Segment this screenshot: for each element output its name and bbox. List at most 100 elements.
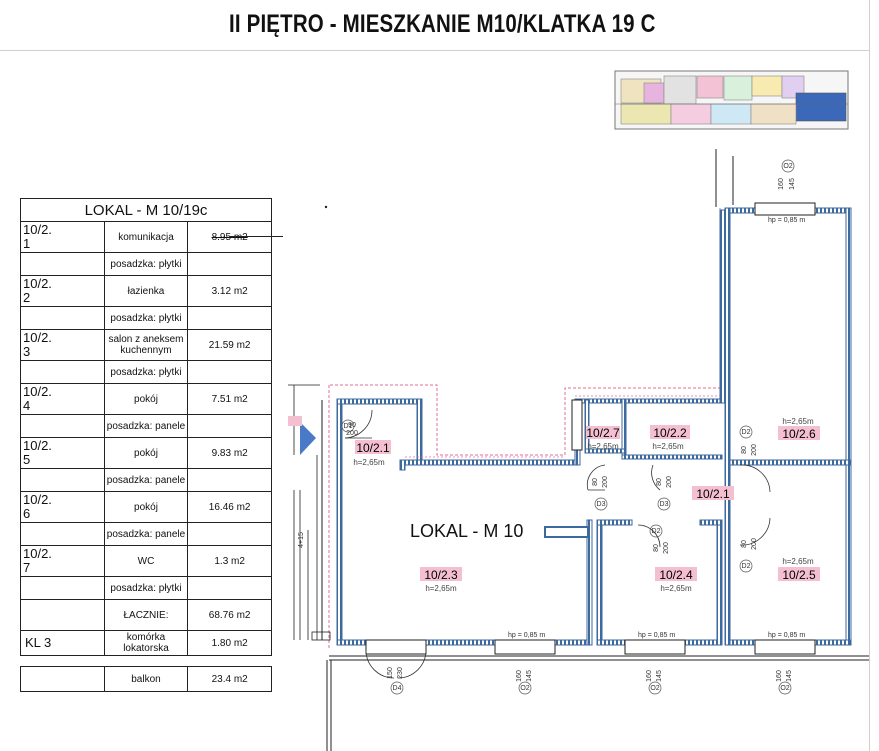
- floor-area: [187, 252, 272, 276]
- door-code-d2: D2: [742, 429, 751, 436]
- floor-area: [187, 468, 272, 492]
- windows: [365, 202, 816, 655]
- window-code: O2: [780, 685, 789, 692]
- floor-type: posadzka: panele: [103, 414, 189, 438]
- storage-id: KL 3: [20, 630, 105, 656]
- room-height-r7: h=2,65m: [587, 442, 619, 451]
- page-frame: [869, 50, 870, 751]
- storage-area: 1.80 m2: [187, 630, 272, 656]
- floor-id: [20, 414, 105, 438]
- room-id: 10/2. 6: [20, 491, 105, 523]
- inner-outline: [405, 395, 720, 458]
- window-height: 145: [786, 670, 793, 682]
- storage-name: komórka lokatorska: [103, 630, 189, 656]
- room-label-r7: 10/2.7: [586, 426, 620, 440]
- room-label-r4: 10/2.4: [659, 568, 693, 582]
- door-height: 200: [663, 542, 670, 554]
- total-row: ŁACZNIE: 68.76 m2: [20, 599, 272, 631]
- room-height-r5: h=2,65m: [782, 557, 814, 566]
- window-code: O2: [783, 163, 792, 170]
- floor-row: posadzka: panele: [20, 414, 272, 438]
- room-id: 10/2. 2: [20, 275, 105, 307]
- door-code-d4: D4: [393, 685, 402, 692]
- title-bar: [0, 0, 870, 51]
- outlet-mark: [311, 631, 331, 641]
- floor-row: posadzka: płytki: [20, 252, 272, 276]
- floor-area: [187, 414, 272, 438]
- window-width: 160: [778, 178, 785, 190]
- room-id: 10/2. 7: [20, 545, 105, 577]
- sill-label: hp = 0,85 m: [638, 632, 675, 639]
- window-height: 145: [656, 670, 663, 682]
- door-width: 80: [741, 446, 748, 454]
- floor-id: [20, 522, 105, 546]
- room-name: salon z aneksem kuchennym: [103, 329, 189, 361]
- window-markers: O2 160 145 O2 160 145 O2 160 145 O2 160 …: [516, 159, 796, 695]
- sill-label: hp = 0,85 m: [768, 632, 805, 639]
- door-width: 80: [741, 540, 748, 548]
- door-code-d3: D3: [597, 501, 606, 508]
- total-label: ŁACZNIE:: [103, 599, 189, 631]
- sill-labels: hp = 0,85 m hp = 0,85 m hp = 0,85 m hp =…: [508, 217, 805, 639]
- floor-row: posadzka: panele: [20, 522, 272, 546]
- door-height: 200: [602, 476, 609, 488]
- room-label-r5: 10/2.5: [782, 568, 816, 582]
- door-code-d1: D1: [344, 423, 353, 430]
- room-label-r3: 10/2.3: [424, 568, 458, 582]
- window-width: 160: [646, 670, 653, 682]
- window-height: 145: [526, 670, 533, 682]
- room-name: pokój: [103, 437, 189, 469]
- balcony-id: [20, 666, 105, 692]
- room-area: 7.51 m2: [187, 383, 272, 415]
- door-height: 230: [397, 667, 404, 679]
- room-label-r2: 10/2.2: [653, 426, 687, 440]
- room-area: 16.46 m2: [187, 491, 272, 523]
- floor-area: [187, 306, 272, 330]
- balcony-name: balkon: [103, 666, 189, 692]
- door-code-d2: D2: [652, 528, 661, 535]
- door-code-d2: D2: [742, 563, 751, 570]
- sill-label: hp = 0,85 m: [768, 217, 805, 224]
- entrance-arrow-icon: [300, 422, 316, 455]
- entrance-mark: [288, 416, 302, 426]
- floor-row: posadzka: panele: [20, 468, 272, 492]
- door-width: 90: [348, 422, 356, 429]
- floor-area: [187, 522, 272, 546]
- floor-row: posadzka: płytki: [20, 360, 272, 384]
- door-width: 150: [387, 667, 394, 679]
- window-height: 145: [789, 178, 796, 190]
- dot-mark: [324, 205, 328, 209]
- page-title: II PIĘTRO - MIESZKANIE M10/KLATKA 19 C: [229, 10, 656, 38]
- unit-label: LOKAL - M 10: [410, 521, 523, 541]
- room-label-r6: 10/2.6: [782, 427, 816, 441]
- leader-line: [230, 236, 283, 237]
- floor-row: posadzka: płytki: [20, 306, 272, 330]
- room-height-r6: h=2,65m: [782, 417, 814, 426]
- room-area: 9.83 m2: [187, 437, 272, 469]
- door-width: 80: [656, 478, 663, 486]
- window-width: 160: [776, 670, 783, 682]
- door-swings: [344, 409, 771, 679]
- door-height: 200: [666, 476, 673, 488]
- staircase: [288, 384, 320, 640]
- table-header: LOKAL - M 10/19c: [20, 198, 272, 222]
- room-id: 10/2. 1: [20, 221, 105, 253]
- table-header-row: LOKAL - M 10/19c: [20, 198, 272, 222]
- room-labels: 10/2.1 h=2,65m 10/2.7 h=2,65m 10/2.2 h=2…: [353, 417, 820, 593]
- door-markers: D1 90 200 D3 80 200 D3 80 200 D2 80 200 …: [298, 419, 758, 695]
- room-id: 10/2. 3: [20, 329, 105, 361]
- sill-label: hp = 0,85 m: [508, 632, 545, 639]
- room-name: łazienka: [103, 275, 189, 307]
- room-area: 1.3 m2: [187, 545, 272, 577]
- window-code: O2: [650, 685, 659, 692]
- door-width: 80: [653, 544, 660, 552]
- room-height-r1: h=2,65m: [353, 458, 385, 467]
